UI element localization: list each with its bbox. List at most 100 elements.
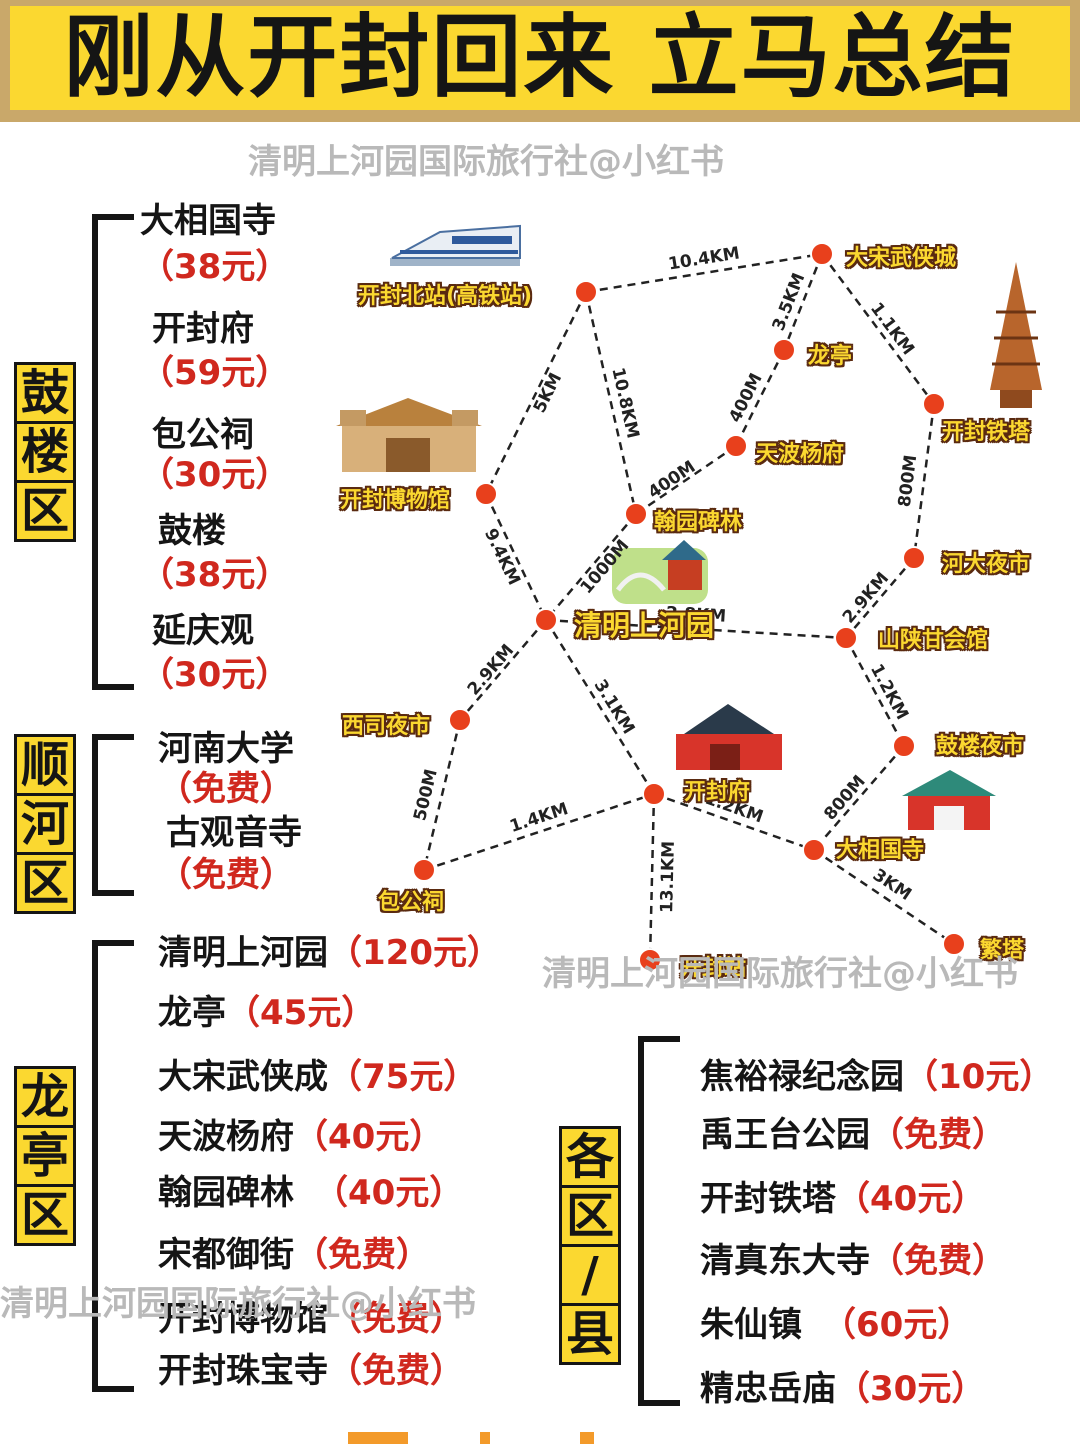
- region-county-tag: 各 区 / 县: [548, 1126, 632, 1365]
- region-county-char: /: [559, 1244, 621, 1306]
- edge-distance-label: 10.8KM: [607, 366, 642, 441]
- region-gulou-tag: 鼓 楼 区: [0, 362, 90, 542]
- route-edge: [423, 792, 655, 872]
- edge-distance-label: 400M: [725, 370, 766, 426]
- region-county-char: 各: [559, 1126, 621, 1188]
- list-item: 鼓楼: [158, 511, 226, 551]
- map-node-kaifeng-station: [638, 948, 662, 972]
- route-edge: [844, 637, 906, 747]
- list-item-price: （30元）: [836, 1369, 986, 1409]
- list-item-price: （45元）: [226, 993, 376, 1033]
- route-edge: [782, 253, 824, 351]
- list-item: 延庆观: [152, 611, 254, 651]
- edges-layer: [422, 252, 955, 961]
- edge-distance-label: 400M: [645, 457, 700, 503]
- xiangguo-illustration: [902, 770, 996, 830]
- nodes-layer: [412, 242, 966, 972]
- page-title: 刚从开封回来 立马总结: [63, 5, 1017, 110]
- route-edge: [845, 557, 915, 639]
- edge-distance-label: 1.4KM: [507, 799, 570, 837]
- list-item: 禹王台公园（免费）: [700, 1114, 1006, 1156]
- list-item: 清真东大寺（免费）: [700, 1240, 1006, 1282]
- edge-distance-label: 800M: [895, 454, 922, 509]
- map-node-iron-tower: [922, 392, 946, 416]
- region-county-char: 县: [559, 1303, 621, 1365]
- region-gulou-char: 区: [14, 480, 76, 542]
- region-longting-tag: 龙 亭 区: [0, 1066, 90, 1246]
- list-item: 开封府: [152, 309, 254, 349]
- map-node-wuxia-city: [810, 242, 834, 266]
- museum-illustration: [336, 398, 482, 472]
- list-item: 清明上河园（120元）: [158, 932, 501, 974]
- edge-distance-label: 500M: [410, 767, 442, 823]
- list-item-price: （免费）: [158, 855, 294, 895]
- map-label-henda-market: 河大夜市: [942, 552, 1031, 577]
- map-label-xisi-market: 西司夜市: [342, 714, 431, 739]
- list-item-price: （38元）: [140, 247, 290, 287]
- route-edge: [653, 792, 815, 852]
- list-item-price: （免费）: [158, 769, 294, 809]
- watermark-bottom: 清明上河园国际旅行社@小红书: [0, 1284, 476, 1324]
- list-item-price: （免费）: [294, 1235, 430, 1275]
- route-edge: [635, 444, 737, 516]
- title-background: [10, 6, 1070, 110]
- bottom-decoration: [580, 1432, 594, 1444]
- edge-distance-label: 1.2KM: [866, 661, 912, 724]
- map-node-baogong: [412, 858, 436, 882]
- list-item: 宋都御街（免费）: [158, 1234, 430, 1276]
- region-gulou-char: 鼓: [14, 362, 76, 424]
- map-label-longting: 龙亭: [808, 344, 853, 369]
- bottom-decoration: [348, 1432, 408, 1444]
- map-node-xisi-market: [448, 708, 472, 732]
- list-item: 古观音寺: [166, 813, 302, 853]
- list-item: 天波杨府（40元）: [158, 1116, 443, 1158]
- list-item: 开封珠宝寺（免费）: [158, 1350, 464, 1392]
- list-item: 焦裕禄纪念园（10元）: [700, 1056, 1053, 1098]
- map-label-qingming: 清明上河园: [574, 609, 715, 642]
- list-item-price: （40元）: [294, 1117, 444, 1157]
- list-item-name: 焦裕禄纪念园: [700, 1057, 904, 1097]
- region-shunhe-char: 河: [14, 793, 76, 855]
- list-item: 大宋武侠成（75元）: [158, 1056, 477, 1098]
- list-item-name: 禹王台公园: [700, 1115, 870, 1155]
- route-edge: [584, 291, 638, 515]
- list-item-name: 翰园碑林: [158, 1173, 294, 1213]
- list-item-name: 清真东大寺: [700, 1241, 870, 1281]
- list-item-price: （免费）: [328, 1299, 464, 1339]
- list-item-price: （120元）: [328, 933, 501, 973]
- bracket-gulou: [92, 214, 134, 690]
- map-label-museum: 开封博物馆: [340, 488, 451, 513]
- map-label-fanta: 繁塔: [980, 938, 1025, 963]
- map-label-kaifeng-station: 开封站: [680, 956, 747, 981]
- region-shunhe-char: 区: [14, 852, 76, 914]
- map-label-iron-tower: 开封铁塔: [942, 420, 1031, 445]
- route-edge: [459, 619, 547, 721]
- map-label-gulou-market: 鼓楼夜市: [936, 734, 1025, 759]
- watermark-middle: 清明上河园国际旅行社@小红书: [542, 954, 1018, 994]
- list-item: 开封铁塔（40元）: [700, 1178, 985, 1220]
- edge-distance-label: 2.9KM: [464, 641, 518, 700]
- list-item-price: （30元）: [140, 655, 290, 695]
- list-item-price: （30元）: [140, 455, 290, 495]
- map-node-xiangguo: [802, 838, 826, 862]
- route-edge: [484, 493, 548, 621]
- map-node-tianbo: [724, 434, 748, 458]
- route-edge: [734, 349, 786, 447]
- list-item-price: （75元）: [328, 1057, 478, 1097]
- edge-distance-label: 2.8KM: [665, 603, 726, 627]
- kaifengfu-illustration: [676, 704, 782, 770]
- list-item-price: （40元）: [836, 1179, 986, 1219]
- edge-distance-label: 13.1KM: [657, 841, 679, 914]
- watermark-top: 清明上河园国际旅行社@小红书: [248, 142, 724, 182]
- edge-distance-label: 3KM: [869, 865, 915, 905]
- list-item-name: 天波杨府: [158, 1117, 294, 1157]
- map-label-north-station: 开封北站(高铁站): [358, 284, 533, 309]
- bottom-decoration: [480, 1432, 490, 1444]
- map-node-hanyuan: [624, 502, 648, 526]
- route-edge: [545, 513, 637, 621]
- map-node-fanta: [942, 932, 966, 956]
- list-item: 精忠岳庙（30元）: [700, 1368, 985, 1410]
- route-edge: [813, 848, 955, 946]
- edge-distance-label: 2.9KM: [839, 569, 893, 628]
- list-item: 包公祠: [152, 415, 254, 455]
